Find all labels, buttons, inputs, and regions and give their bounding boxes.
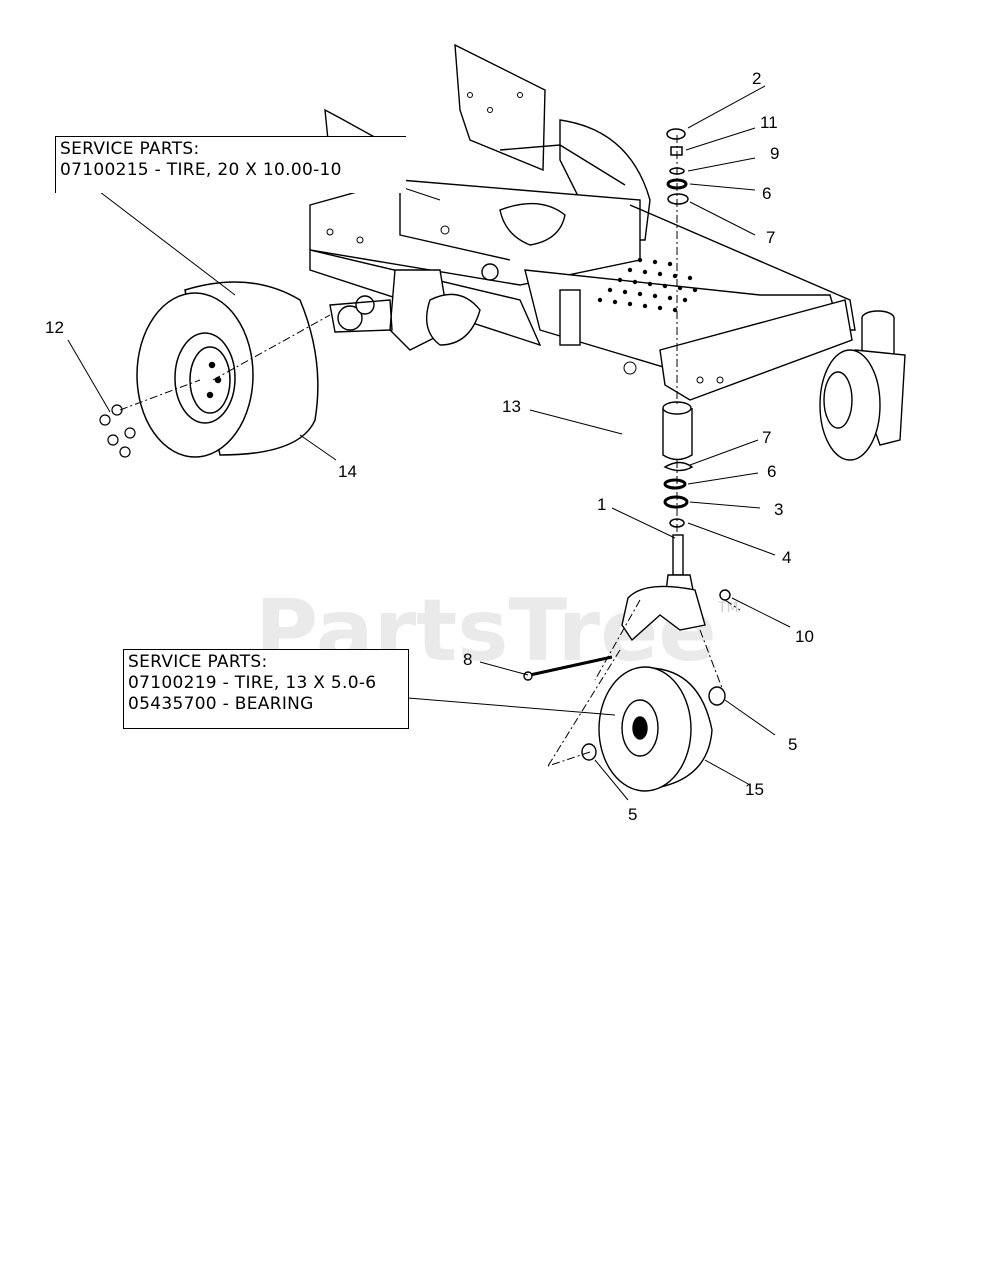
callout-5b: 5	[628, 805, 637, 824]
rear-tire	[136, 281, 319, 458]
callout-10: 10	[795, 627, 814, 646]
svg-text:TM: TM	[717, 600, 739, 616]
callout-12: 12	[45, 318, 64, 337]
callout-9: 9	[770, 144, 779, 163]
callout-11: 11	[760, 113, 778, 132]
frame-holes	[326, 92, 724, 384]
floor-perforations	[597, 257, 698, 313]
service-part-line: 05435700 - BEARING	[128, 694, 314, 714]
service-parts-heading: SERVICE PARTS:	[128, 652, 268, 672]
callout-2: 2	[752, 69, 761, 88]
callout-3: 3	[774, 500, 783, 519]
callout-4: 4	[782, 548, 791, 567]
front-caster	[523, 401, 731, 792]
service-part-line: 07100219 - TIRE, 13 X 5.0-6	[128, 673, 377, 693]
service-parts-box-front-tire: SERVICE PARTS: 07100219 - TIRE, 13 X 5.0…	[123, 649, 409, 729]
callout-15: 15	[745, 780, 764, 799]
callout-13: 13	[502, 397, 521, 416]
right-caster	[819, 310, 906, 461]
service-parts-heading: SERVICE PARTS:	[60, 139, 200, 159]
front-cross-member	[659, 299, 853, 401]
callout-1: 1	[597, 495, 606, 514]
rear-rim-hub	[189, 346, 231, 414]
callout-7: 7	[766, 228, 775, 247]
lug-nuts	[99, 404, 136, 458]
callout-6b: 6	[767, 462, 776, 481]
callout-5: 5	[788, 735, 797, 754]
cap	[666, 128, 686, 140]
service-parts-box-rear-tire: SERVICE PARTS: 07100215 - TIRE, 20 X 10.…	[55, 136, 406, 193]
callout-6: 6	[762, 184, 771, 203]
callouts: 2 11 9 6 7 12 13 14 7 6 1 3 4 10 8 5 15 …	[45, 69, 814, 824]
callout-8: 8	[463, 650, 472, 669]
leader-lines	[67, 85, 791, 801]
callout-7b: 7	[762, 428, 771, 447]
callout-14: 14	[338, 462, 357, 481]
caster-fork	[621, 585, 706, 642]
mower-frame	[309, 43, 856, 401]
service-part-line: 07100215 - TIRE, 20 X 10.00-10	[60, 160, 342, 180]
bearing-right	[708, 686, 726, 706]
floor-bracket	[559, 289, 581, 346]
rear-upright-plate	[454, 43, 546, 172]
pivot-tube	[662, 408, 693, 461]
alignment-lines	[119, 135, 741, 767]
spindle	[672, 534, 684, 576]
